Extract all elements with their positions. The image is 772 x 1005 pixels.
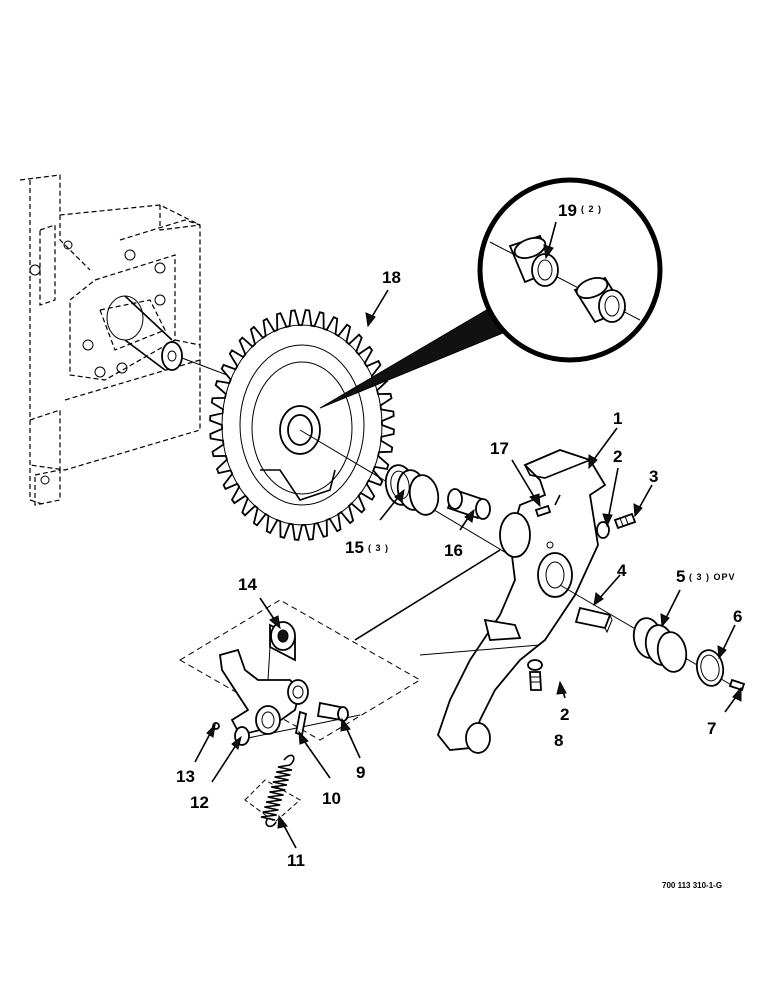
frame-housing (19, 174, 236, 506)
callout-4: 4 (617, 561, 627, 580)
sprocket (209, 309, 395, 541)
callout-8: 8 (554, 731, 563, 750)
set-screw (534, 504, 552, 518)
callout-15-qty: ( 3 ) (368, 543, 389, 553)
callout-2-top: 2 (613, 447, 622, 466)
callout-17: 17 (490, 439, 509, 458)
link-line (354, 549, 501, 641)
callout-6: 6 (733, 607, 742, 626)
callout-18: 18 (382, 268, 401, 287)
callout-10: 10 (322, 789, 341, 808)
callout-2-bottom: 2 (560, 705, 569, 724)
callout-19: 19 (558, 201, 577, 220)
callout-9: 9 (356, 763, 365, 782)
callout-12: 12 (190, 793, 209, 812)
callout-11: 11 (287, 851, 305, 870)
detail-inset (319, 177, 663, 409)
callout-5-qty: ( 3 ) OPV (689, 572, 736, 582)
tension-spring (244, 754, 301, 828)
key (574, 606, 613, 634)
screw-top (596, 512, 637, 539)
callout-7: 7 (707, 719, 716, 738)
clevis-pin (316, 701, 349, 722)
bushing-19a (508, 234, 559, 287)
callout-14: 14 (238, 575, 257, 594)
callout-5: 5 (676, 567, 685, 586)
callout-15: 15 (345, 538, 364, 557)
washers-opv (632, 617, 688, 673)
screw-bottom (527, 659, 543, 691)
spring-washers (384, 464, 440, 516)
pin (446, 488, 491, 520)
leader-lines (194, 221, 742, 849)
bracket-assembly (179, 599, 421, 746)
reference-code: 700 113 310-1-G (662, 881, 722, 890)
bushing-19b (573, 276, 627, 324)
roller (267, 621, 296, 681)
callout-19-qty: ( 2 ) (581, 204, 602, 214)
snap-ring (695, 649, 725, 687)
callout-3: 3 (649, 467, 658, 486)
callout-13: 13 (176, 767, 195, 786)
callout-labels: 1 2 3 4 5 ( 3 ) OPV 6 7 2 8 9 10 11 12 1… (176, 201, 742, 870)
callout-16: 16 (444, 541, 463, 560)
callout-1: 1 (613, 409, 622, 428)
lever-arm (436, 449, 607, 754)
grease-fitting (728, 678, 746, 692)
